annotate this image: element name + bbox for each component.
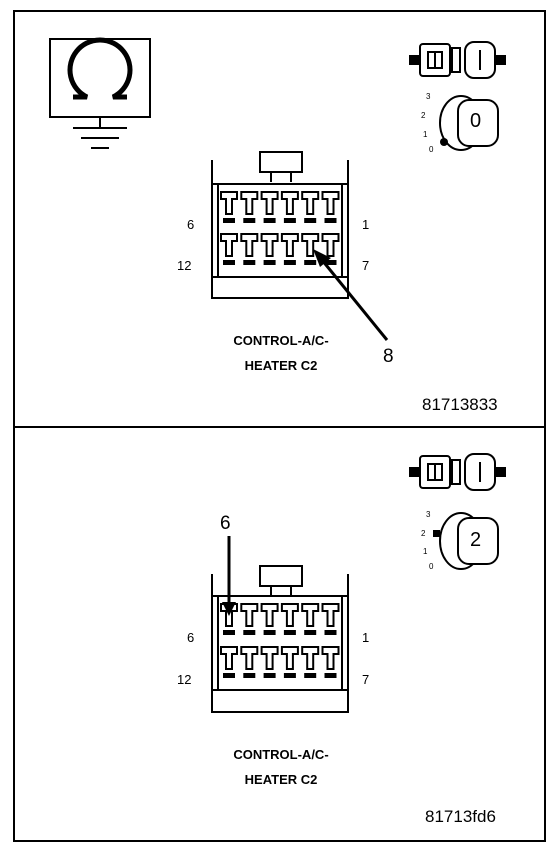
ignition-position-label: 2 <box>421 111 426 120</box>
panel-resistance-test: 3 2 1 0 0 6 1 12 7 8 CONTROL-A/C- HEATER… <box>13 10 546 428</box>
terminal-row-bottom <box>220 646 340 678</box>
connector-name-line1: CONTROL-A/C- <box>233 747 329 762</box>
terminal-pad <box>223 260 235 265</box>
ignition-position-label: 3 <box>426 92 431 101</box>
terminal-pad <box>243 673 256 678</box>
pin-label-bottom-right: 7 <box>362 672 370 687</box>
terminal-pad <box>324 673 337 678</box>
panel-2-drawing <box>211 453 506 713</box>
terminal-pad <box>324 260 337 265</box>
terminal-cavity <box>220 233 238 257</box>
terminal-cavity <box>301 646 320 670</box>
panel-voltage-test: 3 2 1 0 2 6 6 1 12 7 CONTROL-A/C- HEATER… <box>13 426 546 842</box>
ignition-position-label: 2 <box>421 529 426 538</box>
terminal-pad <box>304 630 317 635</box>
terminal-cavity <box>240 603 259 627</box>
terminal-pad <box>324 630 337 635</box>
terminal-cavity <box>240 233 259 257</box>
pin-label-bottom-left: 12 <box>177 672 192 687</box>
terminal-cavity <box>321 646 340 670</box>
connector-name-line2: HEATER C2 <box>244 772 318 787</box>
pin-label-top-left: 6 <box>187 630 195 645</box>
terminal-cavity <box>240 646 259 670</box>
terminal-cavity <box>280 646 299 670</box>
terminal-cavity <box>220 646 238 670</box>
terminal-pad <box>243 218 256 223</box>
terminal-cavity <box>301 191 320 215</box>
callout-pin-number: 6 <box>220 513 231 534</box>
terminal-row-top <box>220 191 340 223</box>
terminal-cavity <box>220 191 238 215</box>
ignition-key-position: 0 <box>470 110 482 132</box>
ignition-switch-icon <box>433 512 499 570</box>
ignition-position-label: 0 <box>429 145 434 154</box>
terminal-cavity <box>280 233 299 257</box>
callout-pin-number: 8 <box>383 346 394 367</box>
disconnected-connector-icon <box>409 41 506 79</box>
terminal-pad <box>263 218 276 223</box>
terminal-cavity <box>260 646 279 670</box>
terminal-cavity <box>280 603 299 627</box>
ignition-position-label: 1 <box>423 130 428 139</box>
terminal-pad <box>263 673 276 678</box>
terminal-cavity <box>240 191 259 215</box>
terminal-pad <box>283 630 296 635</box>
terminal-pad <box>223 630 235 635</box>
terminal-pad <box>263 260 276 265</box>
terminal-cavity <box>260 603 279 627</box>
connector-body <box>211 151 349 299</box>
pin-callout-arrow <box>313 249 389 341</box>
pin-label-bottom-right: 7 <box>362 258 370 273</box>
terminal-cavity <box>321 233 340 257</box>
figure-id: 81713fd6 <box>425 807 496 826</box>
terminal-cavity <box>260 191 279 215</box>
ignition-switch-icon <box>439 95 499 151</box>
ignition-position-label: 1 <box>423 547 428 556</box>
pin-label-top-left: 6 <box>187 217 195 232</box>
terminal-pad <box>223 673 235 678</box>
figure-id: 81713833 <box>422 395 498 414</box>
pin-label-top-right: 1 <box>362 630 370 645</box>
ohmmeter-ground-icon <box>49 37 151 149</box>
terminal-cavity <box>260 233 279 257</box>
ignition-key-position: 2 <box>470 529 482 551</box>
ignition-position-label: 0 <box>429 562 434 571</box>
terminal-cavity <box>301 603 320 627</box>
terminal-pad <box>283 218 296 223</box>
connector-name-line1: CONTROL-A/C- <box>233 333 329 348</box>
terminal-cavity <box>301 233 320 257</box>
pin-callout-arrow <box>222 536 236 616</box>
connector-body <box>211 565 349 713</box>
terminal-cavity <box>321 603 340 627</box>
terminal-pad <box>283 673 296 678</box>
terminal-pad <box>263 630 276 635</box>
terminal-pad <box>243 630 256 635</box>
terminal-pad <box>223 218 235 223</box>
disconnected-connector-icon <box>409 453 506 491</box>
terminal-pad <box>324 218 337 223</box>
connector-name-line2: HEATER C2 <box>244 358 318 373</box>
terminal-pad <box>304 260 317 265</box>
panel-1-drawing <box>49 37 506 341</box>
ignition-position-label: 3 <box>426 510 431 519</box>
pin-label-top-right: 1 <box>362 217 370 232</box>
terminal-pad <box>304 218 317 223</box>
terminal-cavity <box>280 191 299 215</box>
terminal-pad <box>304 673 317 678</box>
terminal-pad <box>243 260 256 265</box>
terminal-row-bottom <box>220 233 340 265</box>
pin-label-bottom-left: 12 <box>177 258 192 273</box>
terminal-cavity <box>321 191 340 215</box>
terminal-row-top <box>220 603 340 635</box>
terminal-pad <box>283 260 296 265</box>
